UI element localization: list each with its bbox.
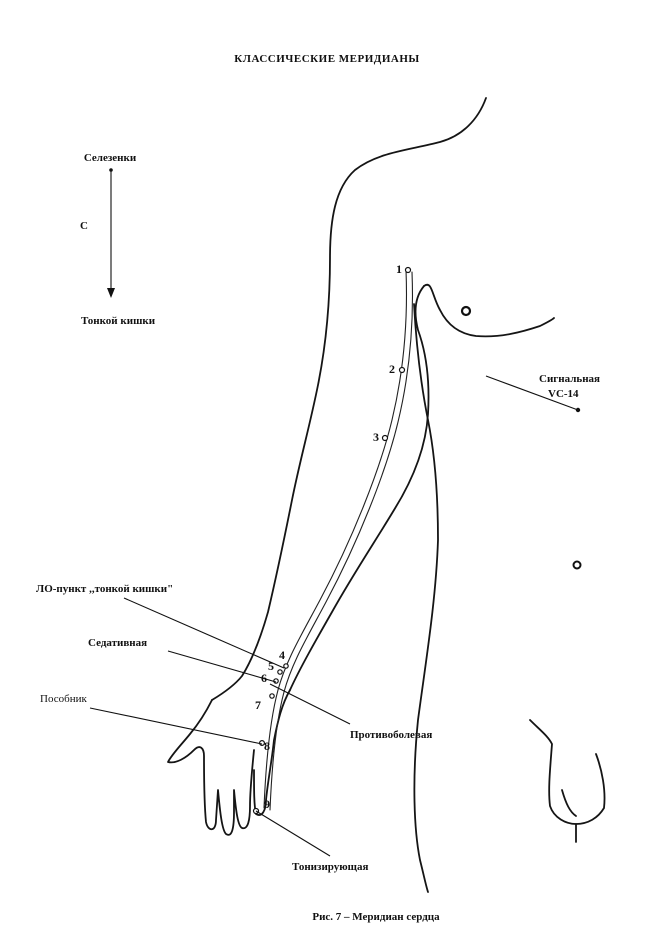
lo-point-pointer [123,597,285,669]
flow-indicator: Селезенки С Тонкой кишки [80,152,156,327]
arm-inner-contour [289,285,430,691]
point-5-marker [277,669,283,675]
meridian-line-a [263,269,408,809]
signal-label: Сигнальная [539,373,600,385]
point-4-marker [283,663,289,669]
point-1-marker [404,266,412,274]
groin-contour [529,719,606,825]
helper-label: Пособник [40,693,87,705]
point-2-marker [398,366,406,374]
body-outline [167,97,606,893]
tonifying-pointer [255,810,331,857]
point-9-label: 9 [264,797,270,811]
figure-caption: Рис. 7 – Меридиан сердца [312,911,440,923]
sedative-label: Седативная [88,637,147,649]
signal-pointer [485,375,579,411]
hand-contour [167,699,255,836]
flow-meridian-code: С [80,220,88,232]
point-3-marker [381,434,389,442]
point-5-label: 5 [268,659,274,673]
flow-to-label: Тонкой кишки [81,315,156,327]
analgesic-label: Противоболевая [350,729,432,741]
annotations: ЛО-пункт ,,тонкой кишки" Седативная Посо… [36,373,600,873]
sedative-pointer [167,650,277,683]
nipple-icon [460,305,472,317]
helper-pointer [89,707,263,745]
point-4-label: 4 [279,648,285,662]
groin-inner-contour [561,789,577,843]
flow-arrow-head-icon [107,288,115,298]
signal-point-dot [575,407,581,413]
lo-point-label: ЛО-пункт ,,тонкой кишки" [36,583,173,595]
point-8-label: 8 [264,739,270,753]
meridian-points: 1 2 3 4 5 6 7 8 9 [252,262,412,815]
page-title: КЛАССИЧЕСКИЕ МЕРИДИАНЫ [234,53,419,65]
point-1-label: 1 [396,262,402,276]
flow-from-label: Селезенки [84,152,137,164]
analgesic-pointer [269,683,351,725]
point-7-label: 7 [255,698,261,712]
point-7-marker [269,693,275,699]
meridian-line-b [269,271,414,811]
point-2-label: 2 [389,362,395,376]
signal-code-label: VC-14 [548,388,579,400]
torso-side-contour [413,303,439,893]
tonifying-label: Тонизирующая [292,861,368,873]
armpit-contour [423,283,555,338]
navel-icon [572,560,582,570]
arm-outer-contour [211,97,487,701]
point-3-label: 3 [373,430,379,444]
